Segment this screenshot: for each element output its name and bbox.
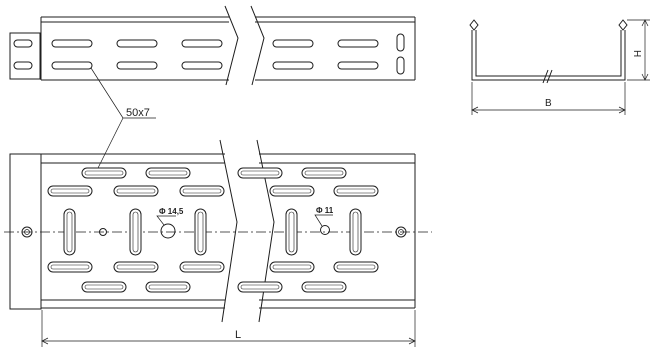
hole-large [160, 223, 176, 239]
plan-slot-row-vertical [63, 208, 362, 256]
hole-diameter-label-1: Φ 14,5 [159, 207, 184, 216]
slot-size-callout: 50x7 [90, 67, 156, 173]
side-view-slot-row-upper [51, 39, 379, 48]
slot-size-label: 50x7 [126, 107, 150, 119]
plan-view-break-line-right [256, 139, 275, 323]
side-view-break-line-left [224, 5, 239, 86]
side-view-break-line-right [250, 5, 265, 86]
side-view-slot-row-lower [51, 61, 379, 70]
plan-slot-row-3 [47, 261, 379, 273]
hole-diameter-label-2: Φ 11 [316, 206, 334, 215]
cross-section-flange-left [469, 19, 479, 31]
plan-slot-row-4 [81, 281, 347, 293]
side-view-end-plate [9, 32, 41, 80]
cross-section-flange-right [618, 19, 628, 31]
plan-view: Φ 14,5 Φ 11 L [4, 139, 432, 347]
cross-section-view: B H [469, 19, 650, 115]
plan-view-break-line-left [219, 139, 238, 323]
slot-leader-line-lower [95, 117, 124, 173]
cross-section-profile [471, 30, 626, 81]
plan-slot-row-2 [47, 185, 379, 197]
plan-view-end-plate [9, 153, 42, 310]
cross-section-profile-inner [475, 30, 622, 77]
width-label: B [545, 98, 552, 109]
plan-slot-row-1 [81, 167, 347, 179]
plan-holes [21, 223, 407, 239]
height-label: H [631, 50, 642, 57]
hole-small [320, 225, 330, 235]
length-label: L [235, 329, 241, 341]
side-view [9, 5, 416, 86]
hole-callouts: Φ 14,5 Φ 11 [156, 206, 334, 227]
